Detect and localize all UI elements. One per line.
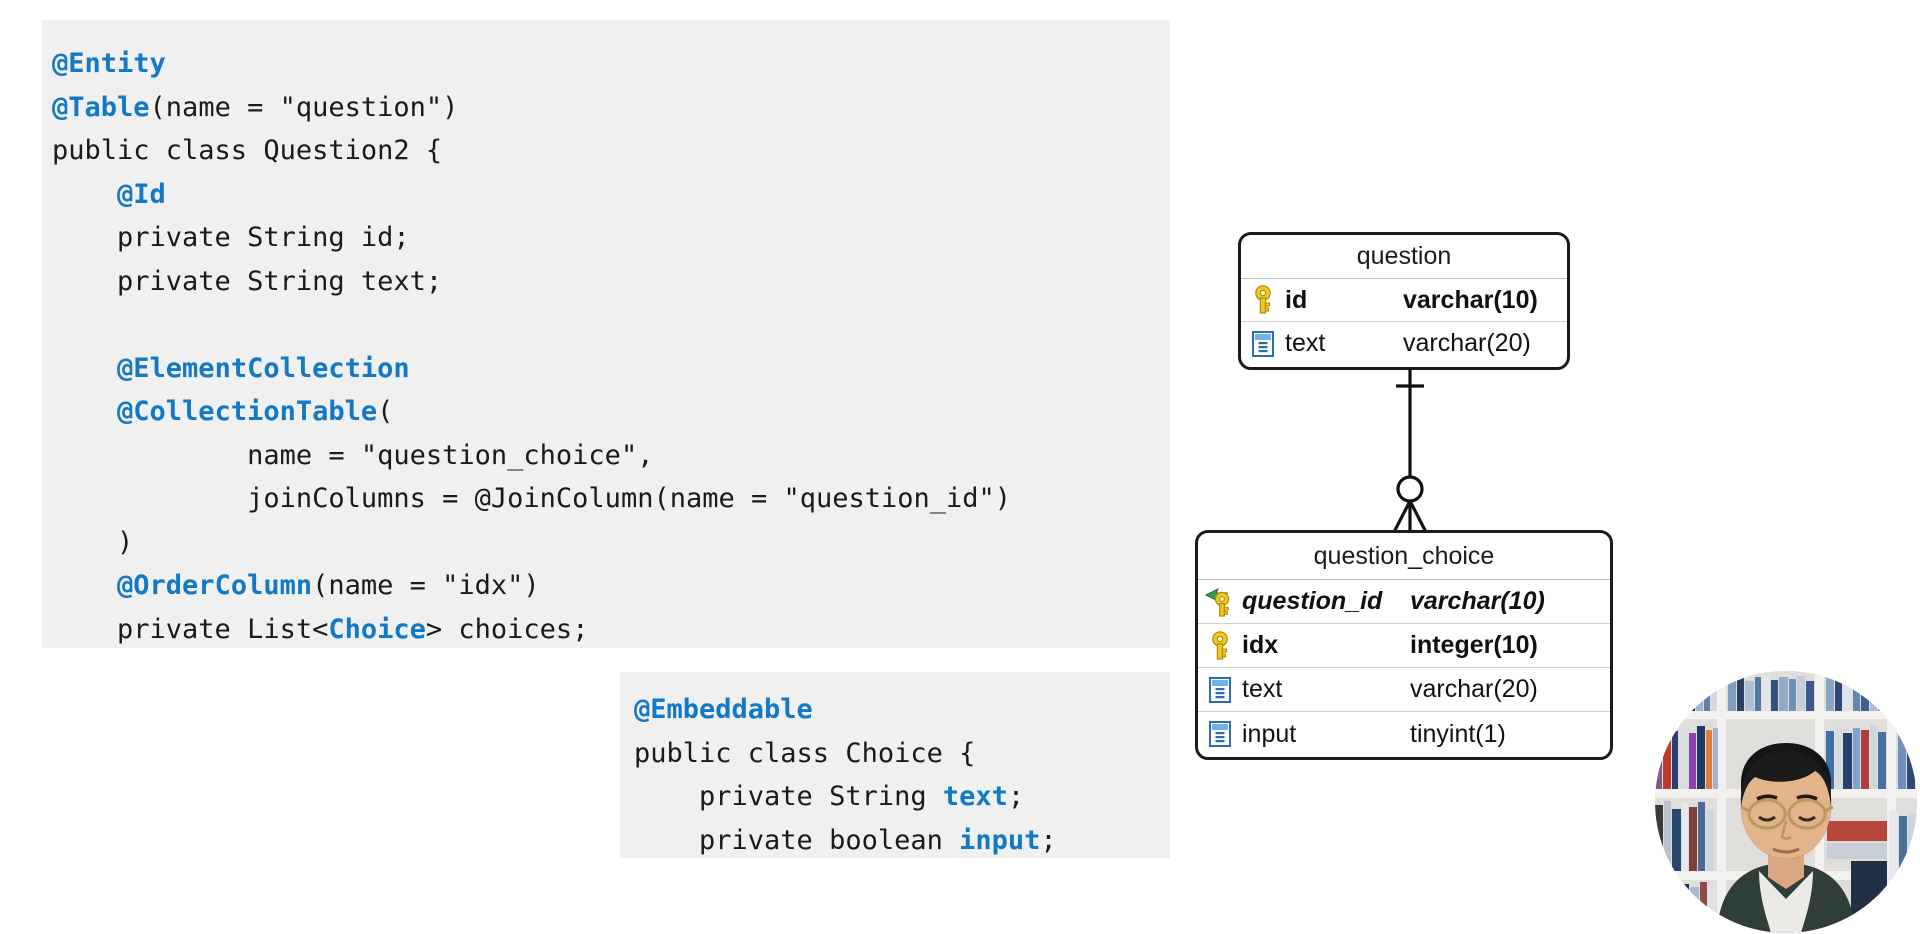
er-relationship-connector [1390, 368, 1430, 537]
code-token: name = "question_choice", [52, 439, 654, 471]
code-annotation-token: @ElementCollection [117, 352, 410, 384]
code-annotation-token: @Table [52, 91, 150, 123]
er-table-question-title: question [1241, 235, 1567, 279]
code-line: public class Question2 { [52, 129, 1170, 173]
code-line [52, 303, 1170, 347]
presenter-webcam[interactable] [1655, 671, 1917, 933]
code-token [52, 570, 117, 601]
code-annotation-token: text [942, 781, 1008, 812]
primary-key-icon [1241, 279, 1285, 321]
code-block-question-entity: @Entity @Table(name = "question") public c… [42, 20, 1170, 648]
code-token: private boolean [634, 824, 960, 856]
column-icon [1198, 712, 1242, 756]
code-token: (name = "idx") [312, 570, 540, 601]
er-column-name: question_id [1242, 587, 1383, 615]
er-column-type: varchar(20) [1403, 329, 1531, 357]
code-line: @OrderColumn(name = "idx") [52, 564, 1170, 608]
code-line: private String text; [52, 260, 1170, 304]
code-line: name = "question_choice", [52, 434, 1170, 478]
code-line: @Table(name = "question") [52, 86, 1170, 130]
code-token: public class Question2 { [52, 135, 443, 166]
code-token: (name = "question") [149, 91, 459, 123]
table-row[interactable]: text varchar(20) [1241, 322, 1567, 365]
table-row[interactable]: idx integer(10) [1198, 624, 1610, 668]
table-row[interactable]: input tinyint(1) [1198, 712, 1610, 756]
code-line: private String id; [52, 216, 1170, 260]
table-row[interactable]: question_id varchar(10) [1198, 580, 1610, 624]
code-token: > choices; [425, 613, 589, 645]
code-line: joinColumns = @JoinColumn(name = "questi… [52, 477, 1170, 521]
code-line: @ElementCollection [52, 347, 1170, 391]
primary-key-icon [1198, 624, 1242, 667]
code-token: public class Choice { [634, 737, 976, 769]
code-line: @Id [52, 173, 1170, 217]
code-annotation-token: @CollectionTable [117, 396, 378, 427]
er-column-name: id [1285, 285, 1308, 314]
code-token: private String text; [52, 265, 443, 297]
er-column-type: integer(10) [1410, 631, 1538, 659]
foreign-primary-key-icon [1198, 580, 1242, 623]
code-line: ) [52, 521, 1170, 565]
code-token: ( [377, 396, 394, 427]
code-line: private String text; [634, 775, 1170, 819]
column-icon [1241, 322, 1285, 365]
code-block-choice-embeddable: @Embeddable public class Choice { private… [620, 672, 1170, 858]
code-token [52, 353, 117, 384]
er-column-name: idx [1242, 631, 1279, 659]
er-table-question[interactable]: question id varchar(10) text varcha [1238, 232, 1570, 370]
webcam-image [1655, 671, 1917, 933]
code-token: private String id; [52, 222, 410, 253]
code-line: @CollectionTable( [52, 390, 1170, 434]
code-line: private boolean input; [634, 819, 1170, 863]
code-annotation-token: Choice [328, 613, 426, 645]
er-column-type: tinyint(1) [1410, 719, 1506, 748]
code-annotation-token: input [959, 824, 1041, 856]
code-line: @Embeddable [634, 688, 1170, 732]
code-annotation-token: @Id [52, 178, 166, 210]
er-column-type: varchar(20) [1410, 675, 1538, 703]
code-token: joinColumns = @JoinColumn(name = "questi… [52, 483, 1012, 514]
code-line: private List<Choice> choices; [52, 608, 1170, 652]
er-column-name: text [1242, 675, 1283, 703]
code-annotation-token: @Embeddable [634, 694, 813, 725]
table-row[interactable]: text varchar(20) [1198, 668, 1610, 712]
code-token: private String [634, 781, 943, 812]
code-token: private List< [52, 613, 329, 645]
code-token [52, 396, 117, 427]
code-annotation-token: @Entity [52, 48, 166, 79]
er-column-type: varchar(10) [1410, 587, 1545, 615]
er-table-question-choice-title: question_choice [1198, 533, 1610, 580]
table-row[interactable]: id varchar(10) [1241, 279, 1567, 322]
code-line: public class Choice { [634, 732, 1170, 776]
code-token: ) [52, 526, 134, 558]
code-token: ; [1040, 824, 1057, 856]
column-icon [1198, 668, 1242, 711]
code-line: @Entity [52, 42, 1170, 86]
er-table-question-choice[interactable]: question_choice question_id varchar(10) [1195, 530, 1613, 760]
code-annotation-token: @OrderColumn [117, 570, 313, 601]
code-token: ; [1007, 781, 1025, 812]
er-column-name: text [1285, 329, 1326, 357]
er-column-type: varchar(10) [1403, 285, 1538, 314]
er-column-name: input [1242, 719, 1297, 748]
